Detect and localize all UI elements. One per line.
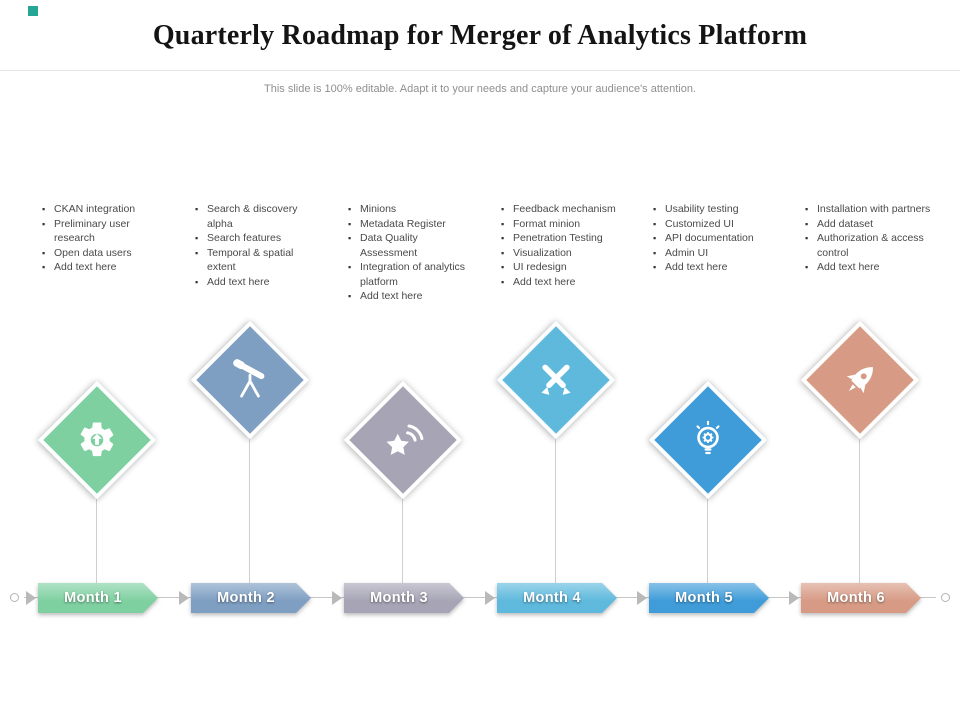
month-arrow: Month 3 bbox=[344, 583, 464, 613]
month-label: Month 3 bbox=[370, 590, 428, 606]
timeline-line bbox=[24, 597, 936, 598]
month-column-5: Usability testingCustomized UIAPI docume… bbox=[632, 0, 784, 720]
bullet-item: Add text here bbox=[195, 275, 322, 290]
month-column-3: MinionsMetadata RegisterData Quality Ass… bbox=[327, 0, 479, 720]
month-arrow: Month 6 bbox=[801, 583, 921, 613]
bullet-item: Customized UI bbox=[653, 217, 780, 232]
connector-line bbox=[555, 380, 556, 598]
arrow-tail bbox=[485, 591, 495, 605]
arrow-tail bbox=[179, 591, 189, 605]
bullet-item: Authorization & access control bbox=[805, 231, 932, 260]
star-signal-icon bbox=[386, 424, 424, 455]
bullet-item: Usability testing bbox=[653, 202, 780, 217]
pencil-ruler-icon bbox=[541, 364, 571, 395]
bullet-list: Usability testingCustomized UIAPI docume… bbox=[653, 202, 780, 275]
month-banner: Month 3 bbox=[344, 583, 464, 613]
lightbulb-gear-icon bbox=[696, 420, 720, 455]
milestone-diamond bbox=[37, 380, 157, 500]
month-column-1: CKAN integrationPreliminary user researc… bbox=[21, 0, 173, 720]
bullet-item: Preliminary user research bbox=[42, 217, 169, 246]
arrow-tail bbox=[332, 591, 342, 605]
icon-wrap bbox=[670, 402, 746, 478]
bullet-item: Search & discovery alpha bbox=[195, 202, 322, 231]
month-arrow: Month 1 bbox=[38, 583, 158, 613]
connector-line bbox=[249, 380, 250, 598]
bullet-item: Metadata Register bbox=[348, 217, 475, 232]
bullet-list: Search & discovery alphaSearch featuresT… bbox=[195, 202, 322, 289]
month-banner: Month 6 bbox=[801, 583, 921, 613]
arrow-tail bbox=[637, 591, 647, 605]
bullet-item: Installation with partners bbox=[805, 202, 932, 217]
bullet-item: Add text here bbox=[42, 260, 169, 275]
header-divider bbox=[0, 70, 960, 71]
bullet-item: UI redesign bbox=[501, 260, 628, 275]
bullet-item: Integration of analytics platform bbox=[348, 260, 475, 289]
subtitle: This slide is 100% editable. Adapt it to… bbox=[264, 83, 696, 95]
connector-line bbox=[859, 380, 860, 598]
milestone-diamond bbox=[343, 380, 463, 500]
bullet-item: Temporal & spatial extent bbox=[195, 246, 322, 275]
bullet-list: Feedback mechanismFormat minionPenetrati… bbox=[501, 202, 628, 289]
telescope-icon bbox=[233, 359, 265, 398]
rocket-icon bbox=[846, 367, 873, 394]
connector-line bbox=[402, 440, 403, 598]
bullet-item: Visualization bbox=[501, 246, 628, 261]
bullet-item: Penetration Testing bbox=[501, 231, 628, 246]
month-column-2: Search & discovery alphaSearch featuresT… bbox=[174, 0, 326, 720]
arrow-tail bbox=[26, 591, 36, 605]
bullet-item: Add text here bbox=[805, 260, 932, 275]
bullet-item: Add text here bbox=[348, 289, 475, 304]
bullet-item: API documentation bbox=[653, 231, 780, 246]
month-column-4: Feedback mechanismFormat minionPenetrati… bbox=[480, 0, 632, 720]
bullet-item: Add text here bbox=[501, 275, 628, 290]
bullet-list: Installation with partnersAdd datasetAut… bbox=[805, 202, 932, 275]
corner-accent-square bbox=[28, 6, 38, 16]
bullet-list: MinionsMetadata RegisterData Quality Ass… bbox=[348, 202, 475, 304]
bullet-item: CKAN integration bbox=[42, 202, 169, 217]
bullet-item: Add text here bbox=[653, 260, 780, 275]
milestone-diamond bbox=[496, 320, 616, 440]
bullet-item: Open data users bbox=[42, 246, 169, 261]
bullet-item: Feedback mechanism bbox=[501, 202, 628, 217]
month-label: Month 4 bbox=[523, 590, 581, 606]
month-banner: Month 2 bbox=[191, 583, 311, 613]
bullet-item: Add dataset bbox=[805, 217, 932, 232]
month-banner: Month 4 bbox=[497, 583, 617, 613]
icon-wrap bbox=[822, 342, 898, 418]
bullet-item: Admin UI bbox=[653, 246, 780, 261]
connector-line bbox=[707, 440, 708, 598]
milestone-diamond bbox=[190, 320, 310, 440]
bullet-item: Minions bbox=[348, 202, 475, 217]
page-title: Quarterly Roadmap for Merger of Analytic… bbox=[152, 20, 808, 51]
month-label: Month 2 bbox=[217, 590, 275, 606]
icon-wrap bbox=[212, 342, 288, 418]
milestone-diamond bbox=[800, 320, 920, 440]
month-label: Month 5 bbox=[675, 590, 733, 606]
month-banner: Month 5 bbox=[649, 583, 769, 613]
month-column-6: Installation with partnersAdd datasetAut… bbox=[784, 0, 936, 720]
month-banner: Month 1 bbox=[38, 583, 158, 613]
bullet-item: Data Quality Assessment bbox=[348, 231, 475, 260]
timeline-end-circle bbox=[941, 593, 950, 602]
icon-wrap bbox=[59, 402, 135, 478]
milestone-diamond bbox=[648, 380, 768, 500]
connector-line bbox=[96, 440, 97, 598]
arrow-tail bbox=[789, 591, 799, 605]
gear-upload-icon bbox=[80, 422, 114, 457]
icon-wrap bbox=[518, 342, 594, 418]
month-arrow: Month 2 bbox=[191, 583, 311, 613]
month-arrow: Month 5 bbox=[649, 583, 769, 613]
month-label: Month 1 bbox=[64, 590, 122, 606]
timeline-start-circle bbox=[10, 593, 19, 602]
bullet-item: Search features bbox=[195, 231, 322, 246]
bullet-list: CKAN integrationPreliminary user researc… bbox=[42, 202, 169, 275]
icon-wrap bbox=[365, 402, 441, 478]
bullet-item: Format minion bbox=[501, 217, 628, 232]
month-arrow: Month 4 bbox=[497, 583, 617, 613]
month-label: Month 6 bbox=[827, 590, 885, 606]
